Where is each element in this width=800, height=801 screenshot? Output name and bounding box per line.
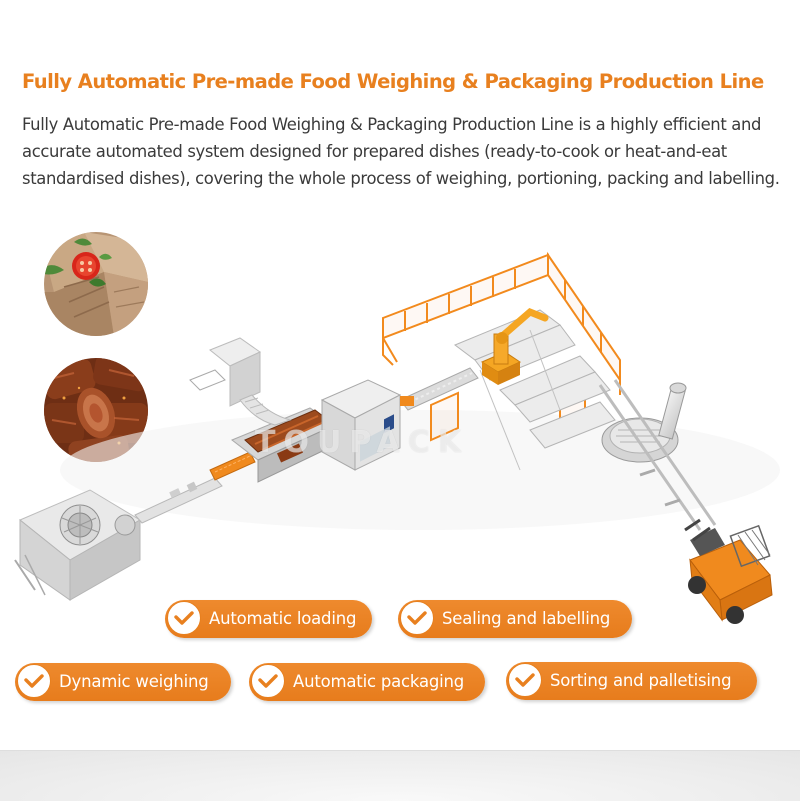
pallet-stretch-wrapper — [601, 382, 687, 463]
check-circle-icon — [400, 601, 434, 635]
production-line-illustration — [14, 251, 780, 624]
feature-sealing-and-labelling: Sealing and labelling — [398, 600, 632, 638]
feature-automatic-loading: Automatic loading — [165, 600, 372, 638]
bottom-band — [0, 750, 800, 801]
multihead-weigher — [14, 489, 141, 601]
check-circle-icon — [167, 601, 201, 635]
palletising-robot — [480, 307, 549, 385]
feature-dynamic-weighing: Dynamic weighing — [15, 663, 231, 701]
conveyor-to-palletiser — [399, 367, 479, 411]
feature-sorting-and-palletising: Sorting and palletising — [506, 662, 757, 700]
infeed-loading-station — [189, 337, 292, 426]
feature-automatic-packaging: Automatic packaging — [249, 663, 485, 701]
feature-label: Sealing and labelling — [442, 609, 611, 628]
pallet-outfeed-track — [598, 379, 717, 531]
check-circle-icon — [251, 664, 285, 698]
flow-packaging-machine — [231, 407, 337, 483]
watermark-text: TOUPACK — [255, 425, 470, 460]
feature-label: Dynamic weighing — [59, 672, 209, 691]
page-title: Fully Automatic Pre-made Food Weighing &… — [22, 70, 764, 93]
forklift — [684, 518, 773, 624]
conveyor-lower — [134, 451, 256, 524]
check-circle-icon — [17, 664, 51, 698]
sealing-labelling-cabinet — [320, 379, 402, 471]
feature-label: Automatic loading — [209, 609, 357, 628]
page-description: Fully Automatic Pre-made Food Weighing &… — [22, 115, 780, 188]
check-circle-icon — [508, 663, 542, 697]
feature-label: Automatic packaging — [293, 672, 465, 691]
feature-label: Sorting and palletising — [550, 671, 732, 690]
